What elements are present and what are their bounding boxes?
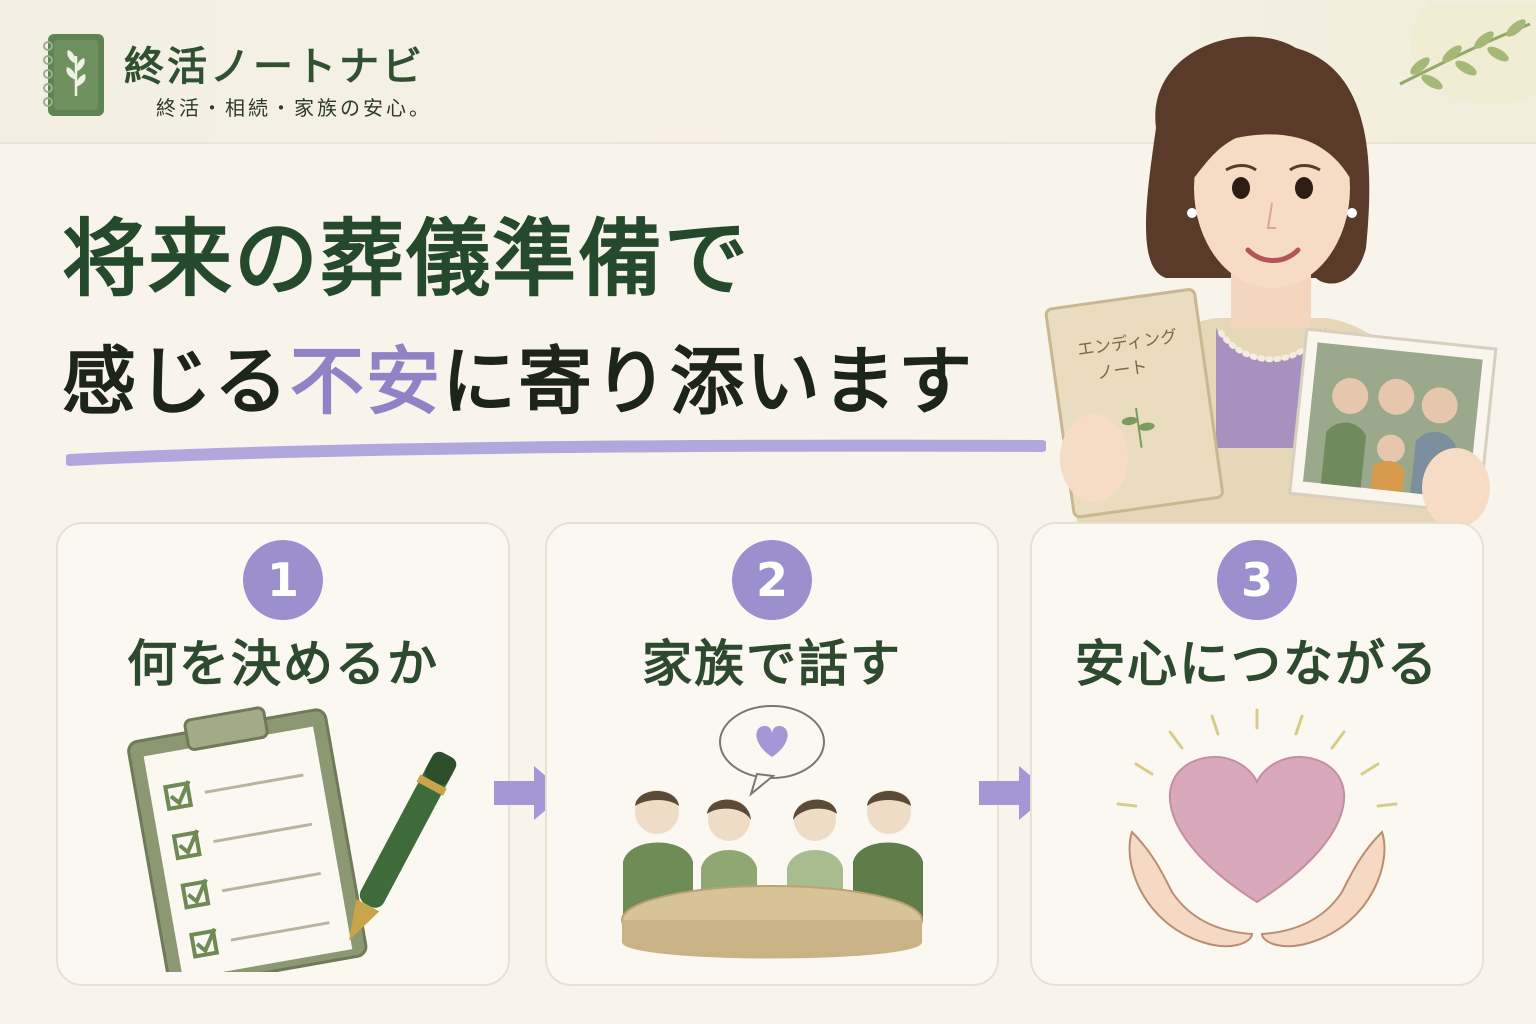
- clipboard-checklist-icon: [127, 706, 457, 972]
- step-card-2: 2 家族で話す: [545, 522, 999, 986]
- step-title: 家族で話す: [642, 635, 902, 693]
- step-title: 安心につながる: [1075, 635, 1439, 693]
- headline-accent: 不安: [290, 339, 442, 425]
- step-number-badge: 3: [1217, 540, 1297, 620]
- heart-in-hands-icon: [1116, 708, 1398, 948]
- headline-line-1: 将来の葬儀準備で: [62, 210, 751, 308]
- leaf-sprig-icon: [1399, 4, 1536, 104]
- step-card-3: 3 安心につながる: [1030, 522, 1484, 986]
- brand-name: 終活ノートナビ: [124, 44, 425, 90]
- headline-line-2-end: に寄り添います: [442, 339, 974, 425]
- step-number-badge: 1: [243, 540, 323, 620]
- headline-line-2-start: 感じる: [62, 339, 290, 425]
- brand-tagline: 終活・相続・家族の安心。: [156, 96, 432, 120]
- notebook-logo-icon: [43, 34, 104, 116]
- family-talking-table-icon: [621, 705, 923, 959]
- headline-line-2: 感じる不安に寄り添います: [62, 322, 974, 429]
- step-number-badge: 2: [732, 540, 812, 620]
- step-card-1: 1 何を決めるか: [56, 522, 510, 986]
- step-title: 何を決めるか: [127, 635, 439, 693]
- headline-underline: [66, 439, 1046, 466]
- woman-holding-notebook-illustration: エンディング ノート: [1044, 36, 1498, 528]
